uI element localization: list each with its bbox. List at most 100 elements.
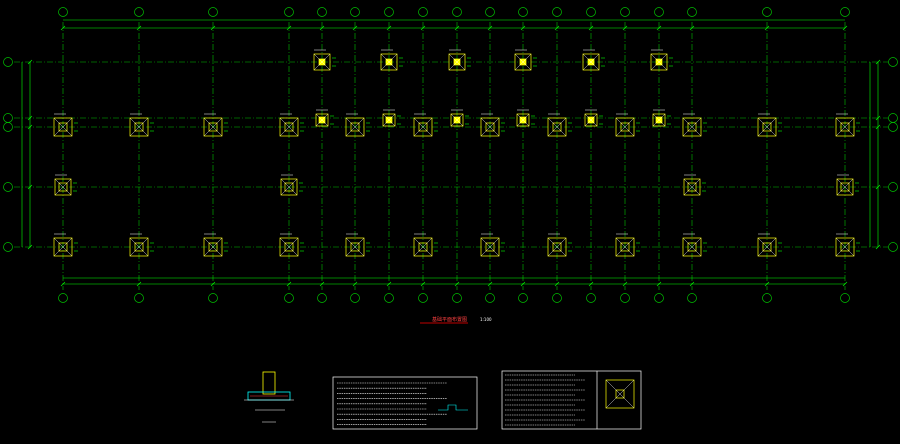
dimension-tick [27,244,33,250]
plan-title-block: 基础平面布置图 1:100 [420,316,492,324]
dimension-tick [27,124,33,130]
dimension-tick [60,281,66,287]
rebar-line [315,113,329,127]
dimension-tick [136,281,142,287]
axis-bubble [418,7,428,17]
rebar-line [54,178,72,196]
footing [652,109,671,127]
axis-bubble [654,7,664,17]
rebar-line [448,53,466,71]
footing [615,113,640,137]
dimension-tick [136,25,142,31]
footing-outline [53,237,73,257]
dimension-tick [386,25,392,31]
axis-bubble [840,7,850,17]
column-outline [762,242,772,252]
footing-outline [757,117,777,137]
footing [413,113,438,137]
column-outline [134,122,144,132]
footing-outline [280,178,298,196]
axis-bubbles [3,7,898,303]
axis-bubble [208,293,218,303]
footing-outline [584,113,598,127]
footing-outline [835,117,855,137]
footing [313,49,336,71]
axis-bubble [586,7,596,17]
axis-bubble [620,7,630,17]
dimension-tick [656,25,662,31]
axis-bubble [208,7,218,17]
dimension-tick [554,281,560,287]
axis-bubble [552,7,562,17]
dimension-tick [656,281,662,287]
footing-outline [514,53,532,71]
footing-outline [547,237,567,257]
dimension-tick [588,281,594,287]
dimension-tick [487,25,493,31]
footing [480,113,505,137]
rebar-line [53,117,73,137]
dimension-tick [554,25,560,31]
axis-bubble [3,57,13,67]
column-outline [208,242,218,252]
rebar-line [584,113,598,127]
rebar-line [450,113,464,127]
column-outline [687,122,697,132]
column-outline [620,122,630,132]
rebar-line [547,117,567,137]
footing-outline [380,53,398,71]
footing [547,233,572,257]
dimension-tick [352,281,358,287]
footing-outline [615,117,635,137]
footing-section-detail [244,371,294,423]
rebar-line [129,237,149,257]
schedule-column-outline [615,389,625,399]
footing-outline [382,113,396,127]
column-outline [208,122,218,132]
axis-bubble [284,293,294,303]
axis-bubble [654,293,664,303]
column-outline [620,242,630,252]
footing [203,113,228,137]
footing-outline [480,117,500,137]
column-outline [687,182,697,192]
axis-bubble [888,113,898,123]
rebar-line [345,237,365,257]
footing [650,49,673,71]
footing-outline [450,113,464,127]
footing [615,233,640,257]
footing [448,49,471,71]
column-outline [840,242,850,252]
footing-outline [413,117,433,137]
footing [382,109,401,127]
footing-outline [682,237,702,257]
footing [279,233,304,257]
column-outline [552,122,562,132]
rebar-line [582,53,600,71]
rebar-line [382,113,396,127]
table-border [332,376,478,430]
footing [835,233,860,257]
axis-bubble [552,293,562,303]
column-outline [762,122,772,132]
footing-schedule-table [501,370,642,430]
rebar-line [280,178,298,196]
footing [413,233,438,257]
column-outline [350,242,360,252]
axis-bubble [485,293,495,303]
axis-bubble [586,293,596,303]
rebar-line [279,117,299,137]
rebar-line [615,117,635,137]
footings [53,49,860,257]
dimension-tick [319,281,325,287]
axis-bubble [58,293,68,303]
footing-outline [279,237,299,257]
footing [450,109,469,127]
dimension-tick [60,25,66,31]
axis-bubble [518,293,528,303]
footing [380,49,403,71]
column-outline [58,122,68,132]
axis-bubble [350,293,360,303]
dimension-tick [875,115,881,121]
